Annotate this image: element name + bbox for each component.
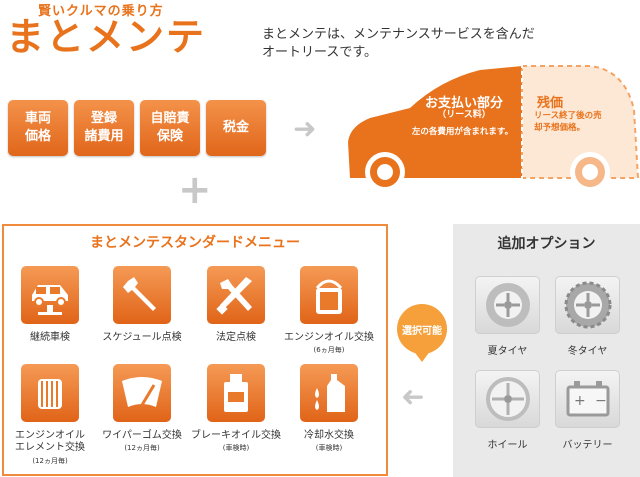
winter-tire-icon xyxy=(555,276,620,334)
svg-text:−: − xyxy=(595,393,607,409)
standard-menu-title: まとメンテスタンダードメニュー xyxy=(90,235,300,251)
residual-value-note: リース終了後の売却予想価格。 xyxy=(534,111,602,133)
service-interval: (12ヵ月毎) xyxy=(124,444,160,452)
arrow-right-icon: ➜ xyxy=(293,112,317,145)
options-title: 追加オプション xyxy=(497,236,596,252)
service-interval: (車検時) xyxy=(315,444,343,452)
summer-tire-icon xyxy=(475,276,540,334)
cost-item-label: 税金 xyxy=(222,120,249,135)
cost-item-label: 自賠責 保険 xyxy=(150,111,190,144)
lease-car-illustration xyxy=(348,64,640,192)
selectable-badge: 選択可能 xyxy=(397,304,447,354)
service-label: 法定点検 xyxy=(216,332,256,343)
wheel-icon xyxy=(475,370,540,428)
option-label: バッテリー xyxy=(562,440,613,451)
service-label: 冷却水交換 xyxy=(304,430,354,441)
cost-item-label: 車両 価格 xyxy=(24,111,51,144)
battery-icon: +− xyxy=(555,370,620,428)
payment-portion-sub: （リース料） xyxy=(437,110,491,120)
option-label: 夏タイヤ xyxy=(487,346,528,357)
oil-can-icon xyxy=(300,266,358,324)
description-line-2: オートリースです。 xyxy=(262,45,378,60)
payment-portion-title: お支払い部分 xyxy=(424,96,503,111)
option-label: ホイール xyxy=(487,440,528,451)
service-label: スケジュール点検 xyxy=(102,332,182,343)
svg-text:+: + xyxy=(574,393,586,409)
service-label: エンジンオイル エレメント交換 xyxy=(15,430,85,453)
description-line-1: まとメンテは、メンテナンスサービスを含んだ xyxy=(262,27,535,42)
cost-item-registration: 登録 諸費用 xyxy=(74,100,134,156)
cost-item-label: 登録 諸費用 xyxy=(84,111,124,144)
service-interval: (12ヵ月毎) xyxy=(32,457,68,465)
cost-item-tax: 税金 xyxy=(206,100,266,156)
service-interval: (6ヵ月毎) xyxy=(313,346,345,354)
brake-fluid-icon xyxy=(207,364,265,422)
oil-filter-icon xyxy=(21,364,79,422)
wrench-icon xyxy=(113,266,171,324)
cost-item-insurance: 自賠責 保険 xyxy=(140,100,200,156)
arrow-left-icon: ➜ xyxy=(401,380,425,413)
crossed-tools-icon xyxy=(207,266,265,324)
option-label: 冬タイヤ xyxy=(567,346,608,357)
payment-portion-note: 左の各費用が含まれます。 xyxy=(411,127,514,137)
service-label: 継続車検 xyxy=(30,332,70,343)
service-label: ブレーキオイル交換 xyxy=(191,430,281,441)
wiper-icon xyxy=(113,364,171,422)
brand-logo-text: まとメンテ xyxy=(6,15,207,59)
service-label: ワイパーゴム交換 xyxy=(102,430,182,441)
cost-item-vehicle-price: 車両 価格 xyxy=(8,100,68,156)
car-lift-icon xyxy=(21,266,79,324)
service-description: まとメンテは、メンテナンスサービスを含んだ オートリースです。 xyxy=(262,26,592,62)
coolant-icon xyxy=(300,364,358,422)
brand-subtitle: 賢いクルマの乗り方 xyxy=(38,4,164,19)
residual-value-title: 残価 xyxy=(537,96,564,111)
badge-tail xyxy=(413,350,431,362)
options-panel xyxy=(453,224,640,477)
plus-icon: + xyxy=(178,167,212,213)
service-label: エンジンオイル交換 xyxy=(284,332,374,343)
service-interval: (車検時) xyxy=(222,444,250,452)
